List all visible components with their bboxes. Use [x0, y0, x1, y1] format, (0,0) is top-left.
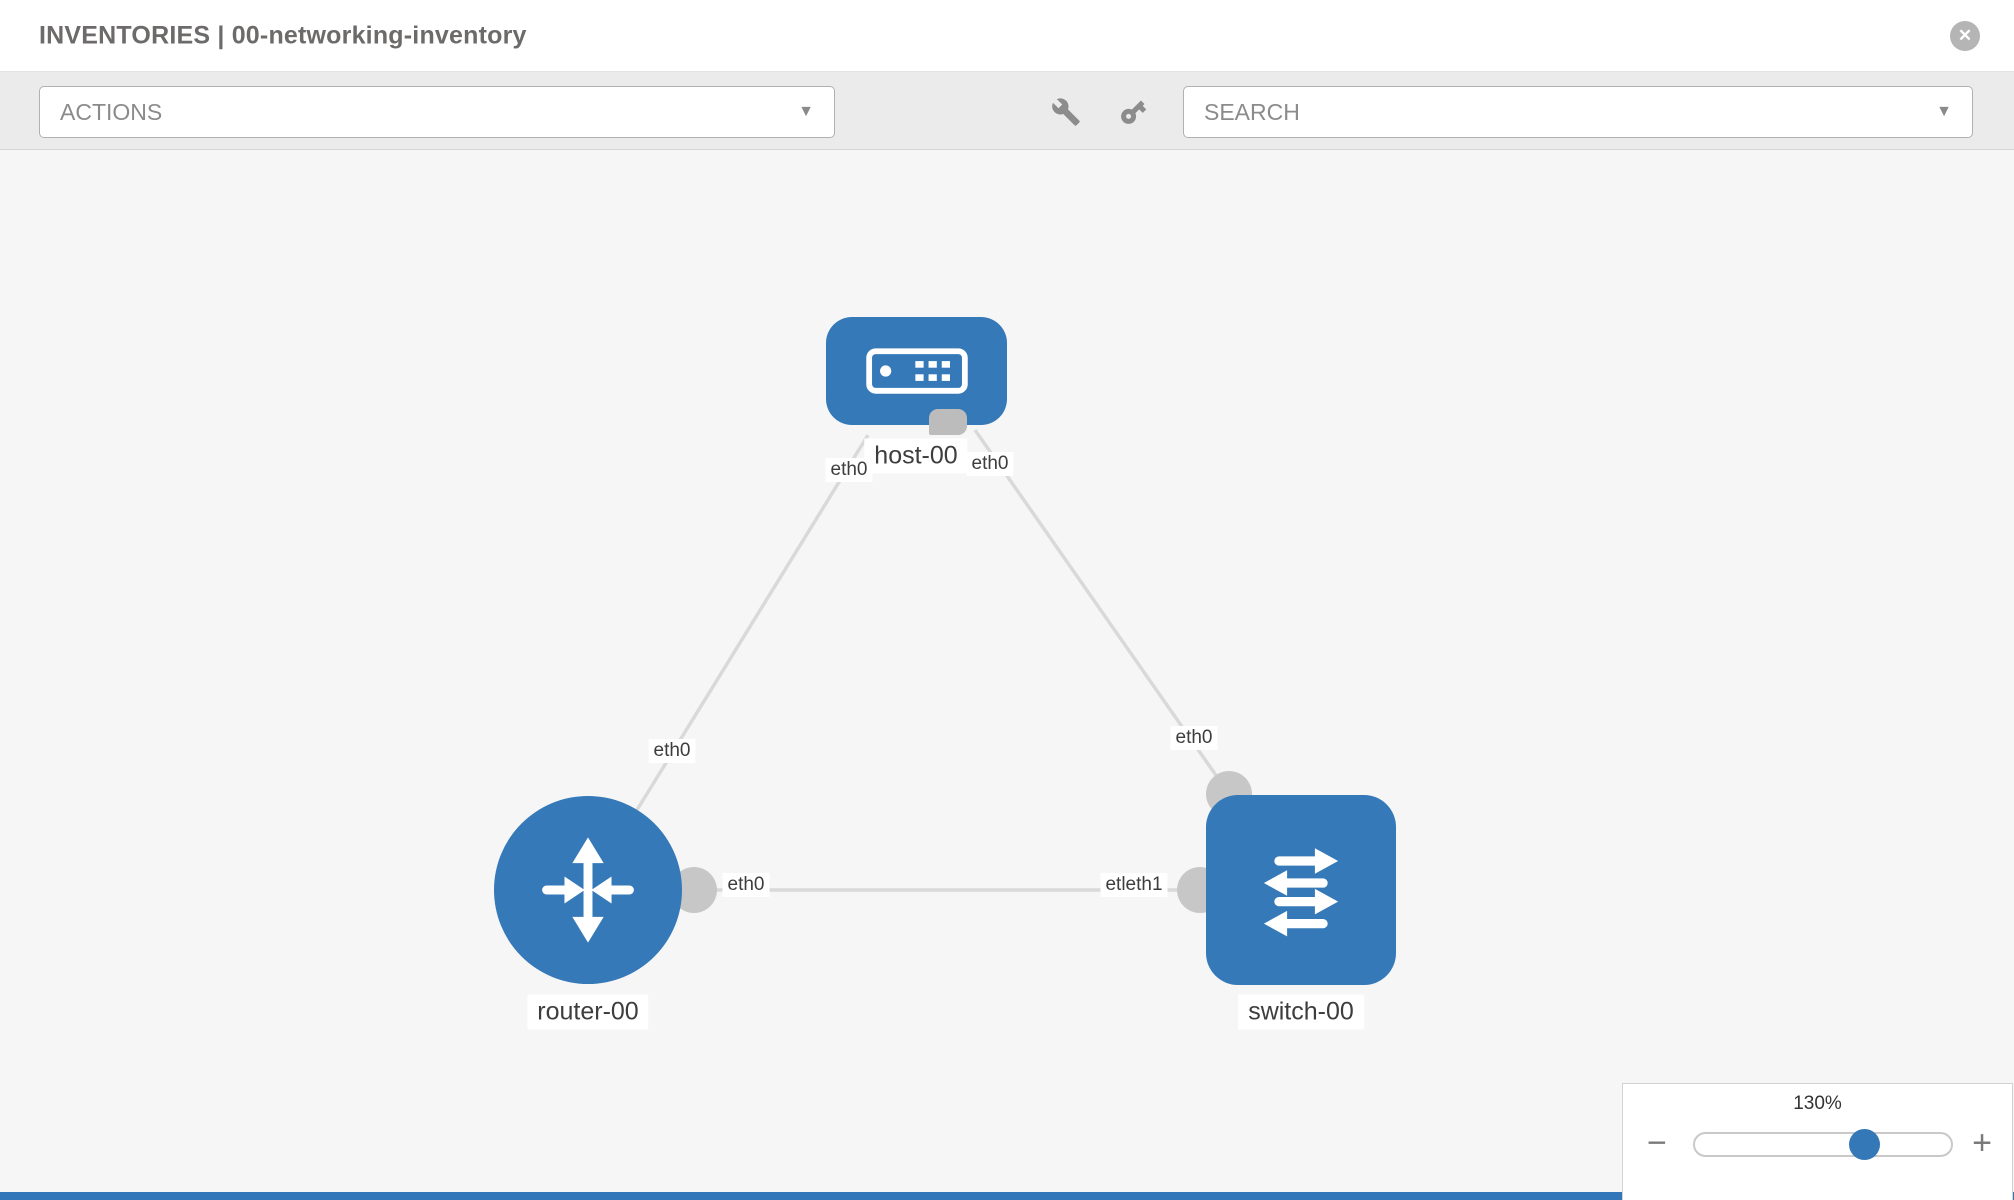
close-button[interactable]: ✕	[1950, 21, 1980, 51]
chevron-down-icon: ▼	[798, 103, 814, 120]
close-icon: ✕	[1957, 26, 1973, 45]
host-tooltip-blob	[929, 409, 967, 435]
node-router-00[interactable]	[494, 796, 682, 984]
interface-label-host-to-router: eth0	[825, 458, 873, 482]
interface-label-router-to-switch: eth0	[722, 873, 770, 897]
zoom-controls: − +	[1623, 1124, 2012, 1166]
search-dropdown[interactable]: SEARCH ▼	[1183, 86, 1973, 138]
wrench-icon	[1052, 97, 1080, 126]
wrench-button[interactable]	[1049, 96, 1083, 130]
actions-dropdown-label: ACTIONS	[60, 98, 163, 125]
page-title: INVENTORIES | 00-networking-inventory	[39, 21, 527, 49]
actions-dropdown[interactable]: ACTIONS ▼	[39, 86, 835, 138]
switch-icon	[1263, 848, 1339, 937]
zoom-level: 130%	[1793, 1093, 1842, 1114]
node-label-router: router-00	[527, 994, 649, 1030]
node-switch-00[interactable]	[1206, 795, 1396, 985]
chevron-down-icon: ▼	[1936, 103, 1952, 120]
port-router-right[interactable]	[671, 867, 717, 913]
host-icon	[865, 348, 968, 394]
node-host-00[interactable]	[826, 317, 1007, 425]
zoom-panel: 130% − +	[1622, 1083, 2013, 1200]
key-button[interactable]	[1116, 96, 1150, 130]
header: INVENTORIES | 00-networking-inventory ✕	[0, 0, 2014, 72]
toolbar: ACTIONS ▼ SEARCH ▼	[0, 72, 2014, 150]
interface-label-router-to-host: eth0	[648, 739, 696, 763]
zoom-out-button[interactable]: −	[1647, 1124, 1667, 1162]
topology-canvas[interactable]: host-00 router-00 switch-00 eth0 eth0 et…	[0, 150, 2014, 1200]
zoom-slider[interactable]	[1693, 1129, 1953, 1160]
search-dropdown-label: SEARCH	[1204, 98, 1300, 125]
zoom-slider-thumb[interactable]	[1849, 1129, 1880, 1160]
node-label-host: host-00	[864, 438, 968, 474]
links-layer	[635, 428, 1252, 913]
zoom-in-button[interactable]: +	[1972, 1124, 1992, 1162]
router-icon	[542, 837, 634, 943]
interface-label-host-to-switch: eth0	[966, 452, 1014, 476]
key-icon	[1121, 100, 1147, 124]
interface-label-switch-to-host: eth0	[1170, 726, 1218, 750]
interface-label-switch-to-router: etleth1	[1100, 873, 1168, 897]
bottom-bar	[0, 1192, 2014, 1200]
node-label-switch: switch-00	[1238, 994, 1364, 1030]
